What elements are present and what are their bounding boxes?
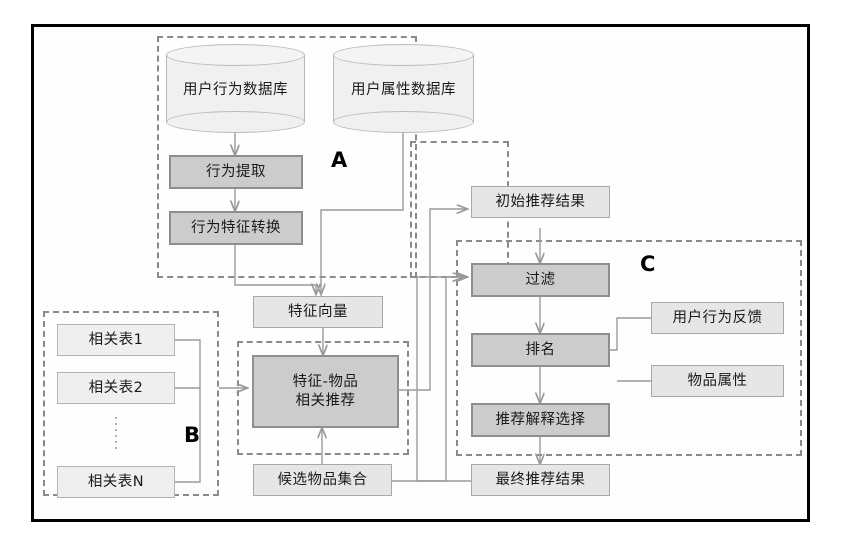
node-relation-table-n[interactable]: 相关表N: [57, 466, 175, 498]
cylinder-bottom: [333, 111, 474, 133]
cylinder-body: [166, 55, 305, 122]
vertical-ellipsis-icon: [115, 417, 117, 449]
cylinder-bottom: [166, 111, 305, 133]
node-feature-item-recommendation[interactable]: 特征-物品 相关推荐: [252, 355, 399, 428]
region-b-label: B: [184, 423, 201, 447]
node-filter[interactable]: 过滤: [471, 263, 610, 297]
node-behavior-extraction[interactable]: 行为提取: [169, 155, 303, 189]
node-relation-table-1[interactable]: 相关表1: [57, 324, 175, 356]
node-user-behavior-feedback[interactable]: 用户行为反馈: [651, 302, 784, 334]
node-ranking[interactable]: 排名: [471, 333, 610, 367]
database-label: 用户属性数据库: [351, 82, 456, 98]
database-user-attribute: 用户属性数据库: [333, 44, 474, 133]
node-relation-table-2[interactable]: 相关表2: [57, 372, 175, 404]
node-feature-vector[interactable]: 特征向量: [253, 296, 383, 328]
node-behavior-feature-transform[interactable]: 行为特征转换: [169, 211, 303, 245]
node-initial-recommendation-result[interactable]: 初始推荐结果: [471, 186, 610, 218]
database-user-behavior: 用户行为数据库: [166, 44, 305, 133]
node-item-attribute[interactable]: 物品属性: [651, 365, 784, 397]
node-explanation-selection[interactable]: 推荐解释选择: [471, 403, 610, 437]
cylinder-top: [166, 44, 305, 66]
node-final-recommendation-result[interactable]: 最终推荐结果: [471, 464, 610, 496]
cylinder-top: [333, 44, 474, 66]
database-label: 用户行为数据库: [183, 82, 288, 98]
region-c-label: C: [640, 252, 656, 276]
node-candidate-item-set[interactable]: 候选物品集合: [253, 464, 392, 496]
region-a-label: A: [331, 148, 348, 172]
